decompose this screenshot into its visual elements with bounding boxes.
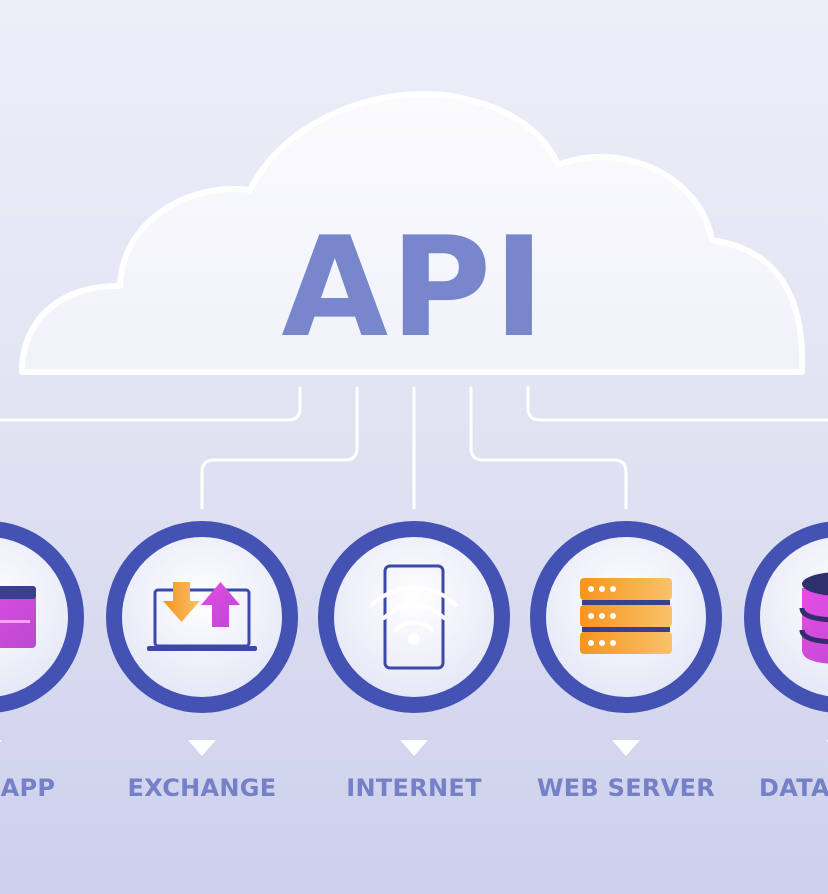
node-label-app: APP (0, 774, 56, 802)
arrow-down-icon (163, 582, 200, 622)
connector-web-server (469, 386, 628, 510)
node-app (0, 521, 84, 713)
node-exchange (106, 521, 298, 713)
triangle-app (0, 740, 2, 743)
node-internet (318, 521, 510, 713)
connector-exchange (200, 386, 359, 510)
arrow-up-icon (201, 582, 240, 627)
pointer-triangles (0, 740, 828, 756)
phone-wifi-icon (370, 564, 458, 670)
triangle-internet (400, 740, 428, 756)
connector-data (526, 386, 828, 422)
triangle-exchange (188, 740, 216, 756)
diagram-title: API (281, 207, 547, 368)
node-label-internet: INTERNET (346, 774, 482, 802)
cloud-shape (19, 91, 806, 375)
node-data (744, 521, 828, 713)
laptop-exchange-icon (147, 582, 257, 651)
node-label-data: DATA (759, 774, 828, 802)
node-label-web-server: WEB SERVER (536, 774, 716, 802)
triangle-web-server (612, 740, 640, 756)
node-label-exchange: EXCHANGE (127, 774, 277, 802)
app-window-icon (0, 586, 36, 648)
node-rings (0, 521, 828, 713)
connector-app (0, 386, 302, 422)
connector-lines (0, 386, 828, 510)
database-icon (799, 572, 828, 664)
server-stack-icon (580, 578, 672, 654)
